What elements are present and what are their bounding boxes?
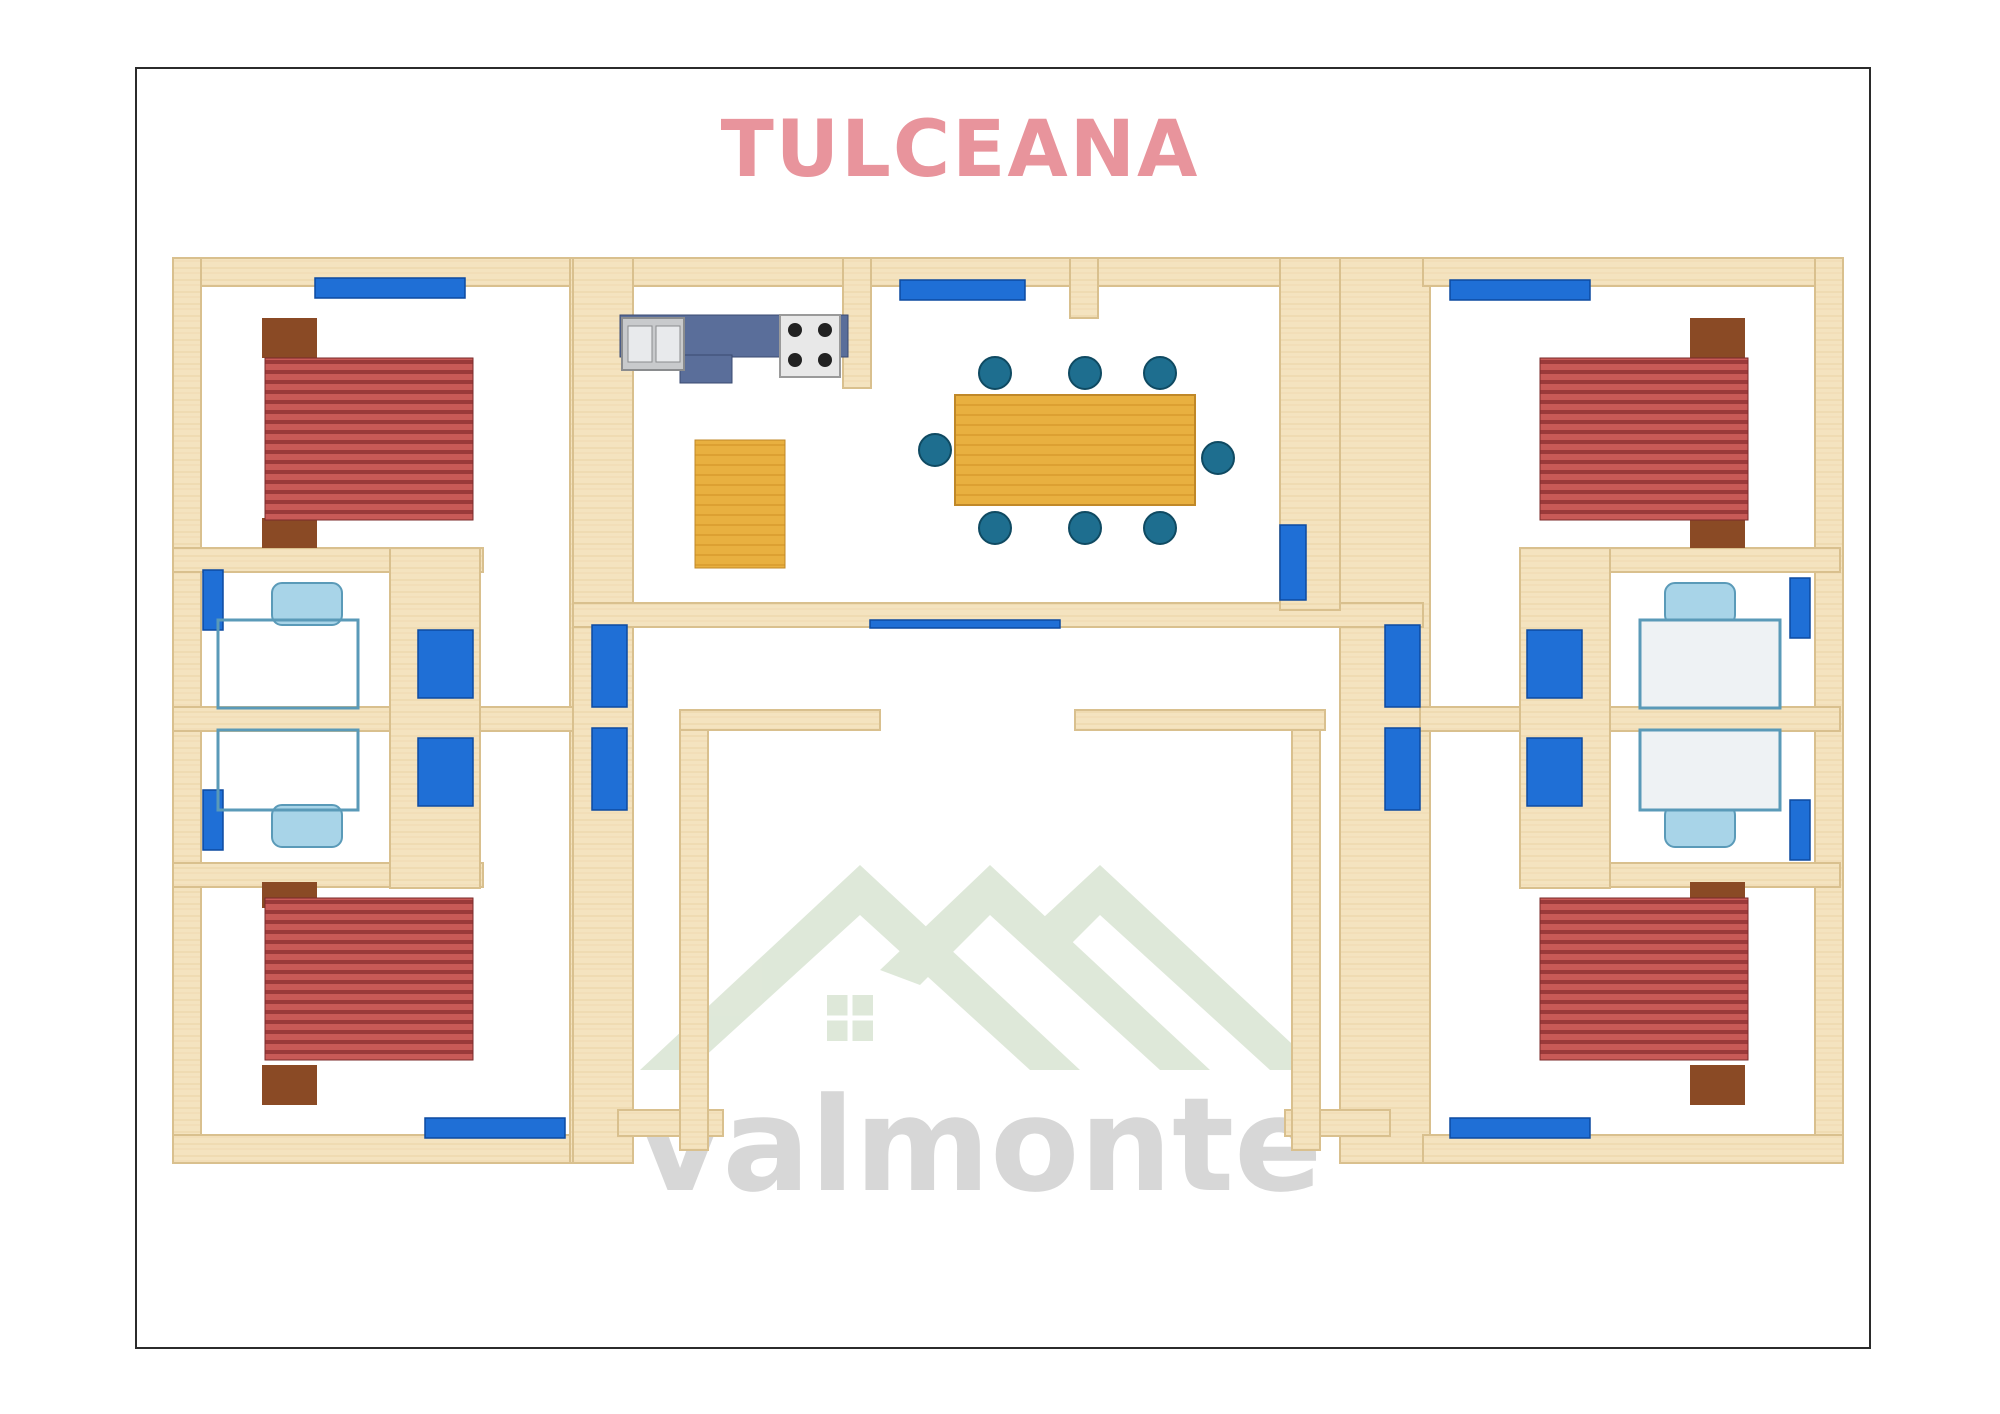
chair-8	[1143, 511, 1177, 545]
watermark-roof-3	[1030, 865, 1320, 1070]
stove-icon	[779, 314, 841, 378]
dining-area	[918, 356, 1235, 545]
wall-left-wing-bottom	[172, 1134, 574, 1164]
headboard-right-top-b	[1690, 518, 1745, 548]
door-center-right-2	[1384, 727, 1421, 811]
wall-right-wing-bottom	[1422, 1134, 1844, 1164]
door-right-wc-2	[1789, 799, 1811, 861]
toilet-left-top	[271, 582, 343, 626]
porch-beam-right	[1074, 709, 1326, 731]
bed-left-bottom	[264, 897, 474, 1061]
door-right-wc-1	[1789, 577, 1811, 639]
wall-right-bath-mid	[1419, 706, 1841, 732]
shower-left-bottom	[216, 728, 360, 812]
bed-right-top	[1539, 357, 1749, 521]
door-center-left-1	[591, 624, 628, 708]
wall-hall-pillar	[1069, 257, 1099, 319]
shower-left-top	[216, 618, 360, 710]
door-left-bath-1	[417, 629, 474, 699]
window-left-bottom	[424, 1117, 566, 1139]
bed-left-top	[264, 357, 474, 521]
headboard-left-top-a	[262, 318, 317, 358]
watermark-logo: valmonte	[638, 865, 1323, 1221]
wall-left-bath-mid	[172, 706, 574, 732]
porch-post-left	[679, 709, 709, 1151]
headboard-right-bottom-b	[1690, 1065, 1745, 1105]
door-right-bath-1	[1526, 629, 1583, 699]
plan-title: TULCEANA	[720, 105, 1200, 195]
wall-center-left	[572, 257, 634, 1164]
windows-doors	[202, 277, 1811, 1139]
chair-3	[1143, 356, 1177, 390]
toilet-left-bottom	[271, 804, 343, 848]
door-divider	[869, 619, 1061, 629]
shower-right-bottom	[1638, 728, 1782, 812]
chair-6	[978, 511, 1012, 545]
porch-post-right	[1291, 709, 1321, 1151]
plan-title-container: TULCEANA	[0, 105, 2000, 205]
door-center-right-1	[1384, 624, 1421, 708]
window-right-top	[1449, 279, 1591, 301]
headboard-right-top-a	[1690, 318, 1745, 358]
bed-right-bottom	[1539, 897, 1749, 1061]
wall-right-bath-side	[1519, 547, 1611, 889]
door-center-left-2	[591, 727, 628, 811]
window-left-top	[314, 277, 466, 299]
window-right-bottom	[1449, 1117, 1591, 1139]
wall-center-right	[1339, 257, 1431, 1164]
door-left-wc-1	[202, 569, 224, 631]
chair-4	[918, 433, 952, 467]
door-hall	[1279, 524, 1307, 601]
bathroom-fixtures	[216, 582, 1782, 848]
dining-table	[954, 394, 1196, 506]
beds	[262, 318, 1749, 1105]
walls	[172, 257, 1844, 1164]
chair-5	[1201, 441, 1235, 475]
kitchen	[619, 314, 849, 569]
dining-chairs	[918, 356, 1235, 545]
watermark-text: valmonte	[638, 1069, 1323, 1221]
shower-right-top	[1638, 618, 1782, 710]
chair-1	[978, 356, 1012, 390]
chair-7	[1068, 511, 1102, 545]
kitchen-island	[694, 439, 786, 569]
window-kitchen	[899, 279, 1026, 301]
door-right-bath-2	[1526, 737, 1583, 807]
door-left-bath-2	[417, 737, 474, 807]
wall-left-bath-side	[389, 547, 481, 889]
watermark-roof-2	[880, 865, 1210, 1070]
porch-beam-left	[679, 709, 881, 731]
kitchen-counter-ext	[679, 354, 733, 384]
headboard-left-top-b	[262, 518, 317, 548]
chair-2	[1068, 356, 1102, 390]
headboard-left-bottom-b	[262, 1065, 317, 1105]
door-left-wc-2	[202, 789, 224, 851]
